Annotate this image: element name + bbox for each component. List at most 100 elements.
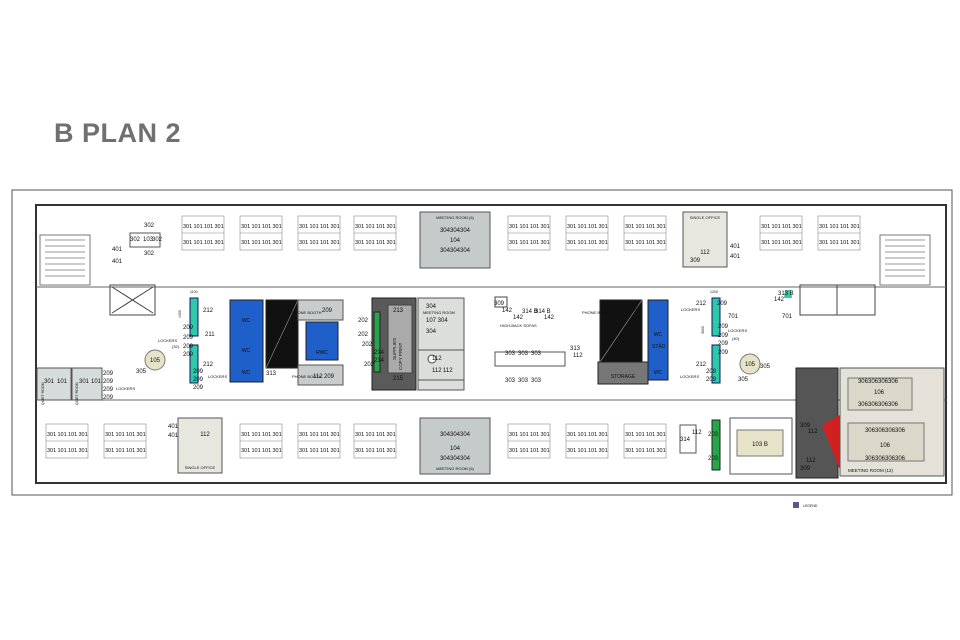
svg-text:401: 401 (730, 254, 741, 260)
phone-booth-left-label-2: PHONE BOOTH (292, 374, 322, 379)
meeting-right-label: MEETING ROOM (12) (848, 468, 894, 473)
desk-code: 101 (366, 240, 375, 246)
quiet-room-2-101: 101 (91, 379, 102, 385)
desk-code: 101 (126, 432, 135, 438)
code-112-mid-c: 112 (443, 368, 453, 374)
meeting-right-seats-2: 306306306306 (858, 402, 899, 408)
desk-code: 301 (299, 432, 308, 438)
desk-code: 101 (204, 224, 213, 230)
svg-text:213: 213 (393, 308, 404, 314)
code-314b-a: 314 B (522, 309, 538, 315)
desk-code: 101 (530, 240, 539, 246)
meeting-top-seats-2: 304304304 (440, 248, 471, 254)
wc-right-label-1: WC (654, 332, 663, 338)
svg-text:202: 202 (362, 342, 373, 348)
desk-code: 301 (105, 448, 114, 454)
code-112-pb1: 112 (276, 306, 286, 312)
svg-text:202: 202 (364, 362, 375, 368)
meeting-small-sub (417, 349, 465, 381)
desk-code: 301 (819, 224, 828, 230)
rwc-room (305, 321, 339, 361)
desk-code: 101 (772, 224, 781, 230)
svg-text:215: 215 (393, 376, 404, 382)
svg-text:302: 302 (152, 237, 163, 243)
quiet-room-1-101: 101 (57, 379, 68, 385)
desk-code: 101 (116, 432, 125, 438)
desk-code: 101 (520, 448, 529, 454)
meeting-room-small-label: MEETING ROOM (423, 310, 455, 315)
desk-code: 301 (761, 240, 770, 246)
svg-text:401: 401 (730, 244, 741, 250)
lockers-left-count: (32) (172, 344, 180, 349)
codes-303: 303 303 303 303 303 303 (505, 351, 542, 384)
code-309-r2: 309 (800, 466, 811, 472)
code-107: 107 304 (426, 318, 448, 324)
desk-code: 101 (310, 240, 319, 246)
desk-code: 301 (299, 240, 308, 246)
desk-code: 301 (137, 432, 146, 438)
desk-code: 101 (68, 448, 77, 454)
desk-code: 101 (204, 240, 213, 246)
svg-text:103: 103 (143, 237, 154, 243)
svg-text:211: 211 (205, 332, 215, 338)
desk-code: 301 (541, 240, 550, 246)
desk-code: 101 (252, 240, 261, 246)
desk-code: 101 (636, 224, 645, 230)
desk-code: 301 (541, 448, 550, 454)
table-103b (736, 429, 784, 457)
desk-code: 301 (273, 224, 282, 230)
desk-code: 101 (310, 432, 319, 438)
svg-text:303: 303 (531, 351, 542, 357)
desk-code: 101 (310, 224, 319, 230)
dim-1200-right: 1200 (710, 290, 718, 294)
copy-print-inner (387, 304, 413, 374)
desk-code: 301 (241, 224, 250, 230)
desk-code: 301 (541, 432, 550, 438)
cabinet-314 (679, 424, 697, 454)
code-112-pb2: 112 (313, 374, 323, 380)
svg-text:202: 202 (358, 332, 369, 338)
code-309-sofa: 309 (494, 301, 505, 307)
reception-left: 302 302 103 302 302 401 401 401 401 401 … (112, 223, 741, 439)
desk-code: 101 (578, 432, 587, 438)
meeting-top-seats-1: 304304304 (440, 228, 471, 234)
code-112-r1: 112 (616, 307, 626, 313)
desk-code: 101 (262, 240, 271, 246)
page-title: B PLAN 2 (54, 118, 182, 148)
svg-text:212: 212 (203, 362, 214, 368)
desk-code: 101 (310, 448, 319, 454)
desk-code: 301 (793, 224, 802, 230)
stairs-left (39, 234, 91, 286)
desk-code: 101 (578, 240, 587, 246)
code-305-left: 305 (136, 369, 147, 375)
desk-code: 101 (366, 224, 375, 230)
desk-code: 101 (252, 224, 261, 230)
desk-code: 301 (273, 432, 282, 438)
desk-code: 301 (657, 240, 666, 246)
phone-booth-right-label: PHONE BOOTH (582, 310, 612, 315)
desk-code: 101 (320, 432, 329, 438)
desk-code: 301 (137, 448, 146, 454)
desk-code: 301 (387, 432, 396, 438)
lockers-right-label-2: LOCKERS (680, 374, 699, 379)
svg-text:209: 209 (718, 341, 729, 347)
desk-code: 301 (819, 240, 828, 246)
desk-code: 301 (509, 432, 518, 438)
desk-code: 101 (636, 240, 645, 246)
desk-code: 301 (183, 240, 192, 246)
quiet-room-2 (71, 367, 103, 401)
desk-code: 301 (355, 224, 364, 230)
svg-text:212: 212 (203, 308, 214, 314)
desk-code: 101 (376, 240, 385, 246)
desk-code: 301 (599, 448, 608, 454)
svg-text:209: 209 (103, 395, 114, 401)
lockers-left-label-3: LOCKERS (116, 386, 135, 391)
